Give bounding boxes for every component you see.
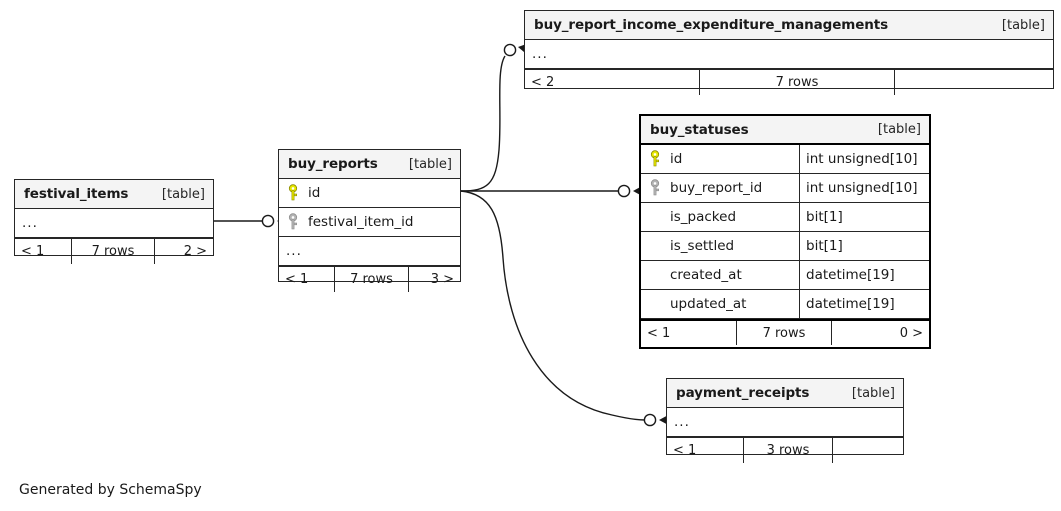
column-name: created_at	[670, 267, 742, 283]
table-title: buy_statuses	[650, 121, 749, 138]
primary-key-icon	[288, 184, 303, 202]
column-name: buy_report_id	[670, 180, 763, 196]
table-payment-receipts[interactable]: payment_receipts [table] ... < 1 3 rows	[666, 378, 904, 463]
table-footer: < 1 3 rows	[667, 437, 903, 463]
table-header: festival_items [table]	[15, 180, 213, 209]
footer-child-count: 3 >	[430, 272, 454, 287]
edge-endpoint-circle	[261, 214, 275, 228]
column-row: updated_at datetime[19]	[641, 290, 929, 319]
table-footer: < 1 7 rows 3 >	[279, 266, 460, 292]
column-row: id	[279, 179, 460, 208]
footer-row-count: 7 rows	[334, 267, 409, 292]
table-header: payment_receipts [table]	[667, 379, 903, 408]
edge-endpoint-circle	[643, 413, 657, 427]
column-row: id int unsigned[10]	[641, 145, 929, 174]
column-name-cell: festival_item_id	[279, 208, 460, 236]
column-row: buy_report_id int unsigned[10]	[641, 174, 929, 203]
table-kind-label: [table]	[408, 156, 452, 172]
table-header: buy_report_income_expenditure_management…	[525, 11, 1053, 40]
column-name-cell: updated_at	[641, 290, 799, 318]
footer-parent-count: < 2	[531, 75, 555, 90]
column-name: festival_item_id	[308, 214, 414, 230]
table-buy-statuses[interactable]: buy_statuses [table] id int unsigned[10]	[639, 114, 931, 349]
collapsed-columns-indicator: ...	[15, 209, 213, 238]
footer-parent-count: < 1	[285, 272, 309, 287]
table-footer: < 1 7 rows 0 >	[641, 319, 929, 345]
column-row: is_settled bit[1]	[641, 232, 929, 261]
column-type: bit[1]	[799, 203, 929, 231]
table-header: buy_reports [table]	[279, 150, 460, 179]
footer-row-count: 7 rows	[699, 70, 895, 95]
collapsed-columns-indicator: ...	[279, 237, 460, 266]
column-name: id	[308, 185, 321, 201]
table-title: payment_receipts	[676, 385, 810, 401]
column-row: festival_item_id	[279, 208, 460, 237]
column-type: int unsigned[10]	[799, 145, 929, 173]
foreign-key-icon	[288, 213, 303, 231]
column-name-cell: buy_report_id	[641, 174, 799, 202]
table-footer: < 2 7 rows	[525, 69, 1053, 95]
footer-child-count	[895, 70, 1053, 95]
column-name: is_packed	[670, 209, 737, 225]
table-festival-items[interactable]: festival_items [table] ... < 1 7 rows 2 …	[14, 179, 214, 264]
table-title: festival_items	[24, 186, 129, 202]
column-type: bit[1]	[799, 232, 929, 260]
column-name-cell: id	[641, 145, 799, 173]
footer-child-count	[833, 438, 903, 463]
edge-endpoint-circle	[617, 184, 631, 198]
column-type: int unsigned[10]	[799, 174, 929, 202]
edge-buy-reports-to-income-expenditure	[460, 55, 506, 192]
collapsed-columns-indicator: ...	[667, 408, 903, 437]
footer-row-count: 7 rows	[71, 239, 155, 264]
table-title: buy_reports	[288, 156, 378, 172]
table-buy-reports[interactable]: buy_reports [table] id	[278, 149, 461, 292]
column-row: is_packed bit[1]	[641, 203, 929, 232]
footer-child-count: 0 >	[899, 325, 923, 341]
column-type: datetime[19]	[799, 290, 929, 318]
table-kind-label: [table]	[851, 385, 895, 401]
edge-endpoint-circle	[503, 43, 517, 57]
table-kind-label: [table]	[1001, 17, 1045, 33]
table-footer: < 1 7 rows 2 >	[15, 238, 213, 264]
primary-key-icon	[650, 150, 665, 168]
footer-child-count: 2 >	[183, 244, 207, 259]
column-name: updated_at	[670, 296, 747, 312]
table-kind-label: [table]	[161, 186, 205, 202]
table-kind-label: [table]	[877, 122, 921, 137]
column-name-cell: is_settled	[641, 232, 799, 260]
column-type: datetime[19]	[799, 261, 929, 289]
footer-row-count: 3 rows	[743, 438, 833, 463]
edge-buy-reports-to-payment-receipts	[460, 190, 646, 421]
generated-by-credit: Generated by SchemaSpy	[19, 482, 202, 498]
foreign-key-icon	[650, 179, 665, 197]
footer-parent-count: < 1	[673, 443, 697, 458]
column-name: id	[670, 151, 683, 167]
column-name-cell: id	[279, 179, 460, 207]
table-buy-report-income-expenditure-managements[interactable]: buy_report_income_expenditure_management…	[524, 10, 1054, 95]
column-name-cell: is_packed	[641, 203, 799, 231]
footer-parent-count: < 1	[647, 325, 671, 341]
table-title: buy_report_income_expenditure_management…	[534, 17, 889, 33]
column-name-cell: created_at	[641, 261, 799, 289]
table-header: buy_statuses [table]	[641, 116, 929, 145]
column-name: is_settled	[670, 238, 735, 254]
collapsed-columns-indicator: ...	[525, 40, 1053, 69]
column-row: created_at datetime[19]	[641, 261, 929, 290]
footer-row-count: 7 rows	[736, 321, 832, 345]
footer-parent-count: < 1	[21, 244, 45, 259]
